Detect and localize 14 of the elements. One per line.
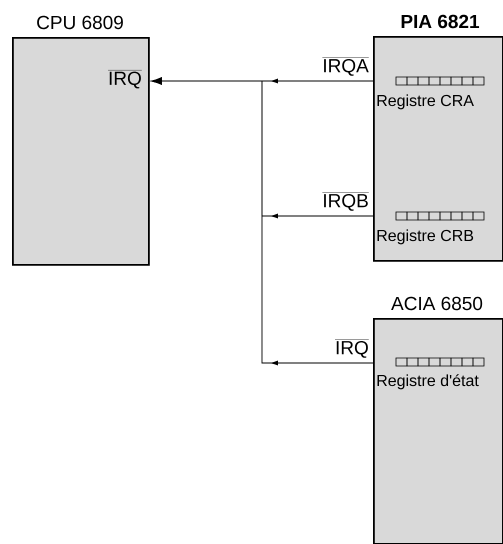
pin-label: IRQ [334, 339, 369, 358]
chip-title: CPU 6809 [37, 16, 123, 30]
register: Registre CRB [378, 212, 484, 244]
pin-label: IRQB [322, 192, 369, 211]
node-label: Registre CRB [378, 229, 474, 244]
node-label: Registre d'état [378, 374, 479, 390]
register: Registre d'état [378, 358, 484, 390]
node-label: Registre CRA [378, 94, 474, 110]
pin-label: IRQ [108, 70, 142, 88]
pin-label: IRQA [322, 57, 369, 76]
chip-title: ACIA 6850 [391, 296, 482, 310]
arrow [151, 77, 374, 366]
register: Registre CRA [378, 76, 484, 110]
chip-title: PIA 6821 [402, 14, 480, 28]
